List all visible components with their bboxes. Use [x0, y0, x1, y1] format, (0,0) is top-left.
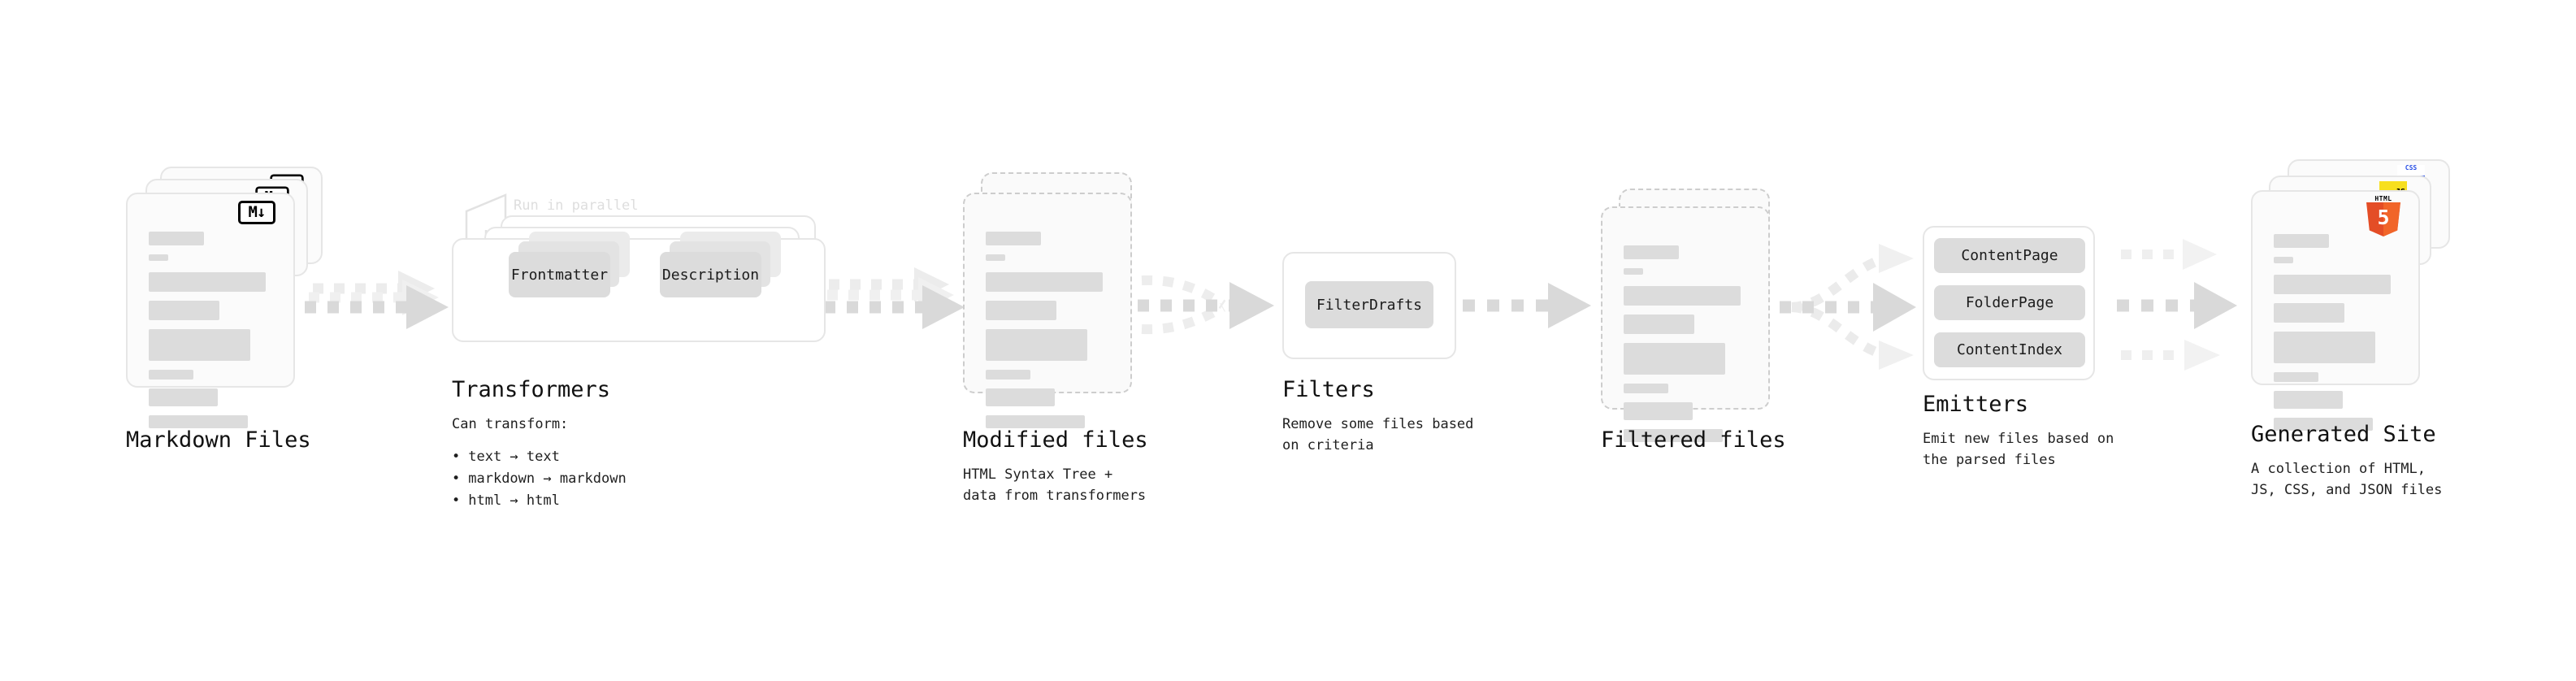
- filters-caption: Filters Remove some files based on crite…: [1282, 378, 1550, 456]
- transformers-list-item-2: html → html: [452, 490, 777, 512]
- arrow-filtered-to-emitters: [1780, 244, 1916, 370]
- generated-file-card-html: [2251, 190, 2420, 431]
- emitters-caption: Emitters Emit new files based on the par…: [1923, 393, 2199, 471]
- filter-chip-filterdrafts[interactable]: FilterDrafts: [1305, 281, 1433, 328]
- markdown-icon: M↓: [238, 201, 275, 224]
- modified-files-caption: Modified files HTML Syntax Tree + data f…: [963, 428, 1239, 506]
- transformers-list-item-0: text → text: [452, 446, 777, 468]
- markdown-files-title: Markdown Files: [126, 427, 311, 453]
- filtered-file-content: [1624, 245, 1747, 451]
- transformers-title: Transformers: [452, 377, 611, 402]
- arrow-transformers-to-modified: [824, 267, 965, 329]
- transformers-caption: Transformers Can transform: text → text …: [452, 378, 777, 513]
- arrow-markdown-to-transformers: [305, 271, 449, 329]
- filtered-file-card-front: [1601, 206, 1770, 442]
- transformer-chip-frontmatter[interactable]: Frontmatter: [509, 252, 610, 297]
- emitters-subtitle: Emit new files based on the parsed files: [1923, 430, 2114, 469]
- html5-icon-shield: 5: [2366, 202, 2400, 236]
- generated-site-caption: Generated Site A collection of HTML, JS,…: [2251, 423, 2543, 501]
- emitter-chip-folderpage[interactable]: FolderPage: [1934, 285, 2085, 320]
- markdown-file-card-front: [126, 193, 295, 428]
- transformers-subtitle: Can transform:: [452, 415, 569, 432]
- modified-files-subtitle: HTML Syntax Tree + data from transformer…: [963, 466, 1147, 505]
- filters-title: Filters: [1282, 377, 1375, 402]
- generated-site-title: Generated Site: [2251, 422, 2436, 447]
- generated-site-stack: CSS JS HTML 5: [2251, 159, 2450, 431]
- filtered-files-title: Filtered files: [1601, 427, 1786, 453]
- emitter-chip-contentindex[interactable]: ContentIndex: [1934, 332, 2085, 367]
- transformers-list-item-1: markdown → markdown: [452, 468, 777, 490]
- modified-file-card-front: [963, 193, 1132, 428]
- emitters-title: Emitters: [1923, 392, 2029, 417]
- arrow-modified-to-filters: [1138, 275, 1274, 335]
- html5-icon-label: HTML: [2374, 195, 2392, 202]
- transformer-chip-description[interactable]: Description: [660, 252, 761, 297]
- run-in-parallel-label: Run in parallel: [514, 197, 639, 214]
- generated-file-content: [2274, 234, 2397, 440]
- arrow-emitters-to-site: [2117, 239, 2237, 371]
- arrow-filters-to-filtered: [1463, 283, 1591, 328]
- transformers-list: text → text markdown → markdown html → h…: [452, 446, 777, 513]
- generated-site-subtitle: A collection of HTML, JS, CSS, and JSON …: [2251, 460, 2443, 499]
- filtered-files-caption: Filtered files: [1601, 428, 1869, 453]
- filters-subtitle: Remove some files based on criteria: [1282, 415, 1474, 454]
- emitter-chip-contentpage[interactable]: ContentPage: [1934, 238, 2085, 273]
- html5-icon: HTML 5: [2366, 196, 2400, 236]
- html5-icon-glyph: 5: [2377, 206, 2390, 229]
- markdown-files-caption: Markdown Files: [126, 428, 394, 453]
- markdown-file-content: [149, 232, 272, 437]
- modified-file-content: [986, 232, 1109, 437]
- modified-files-title: Modified files: [963, 427, 1148, 453]
